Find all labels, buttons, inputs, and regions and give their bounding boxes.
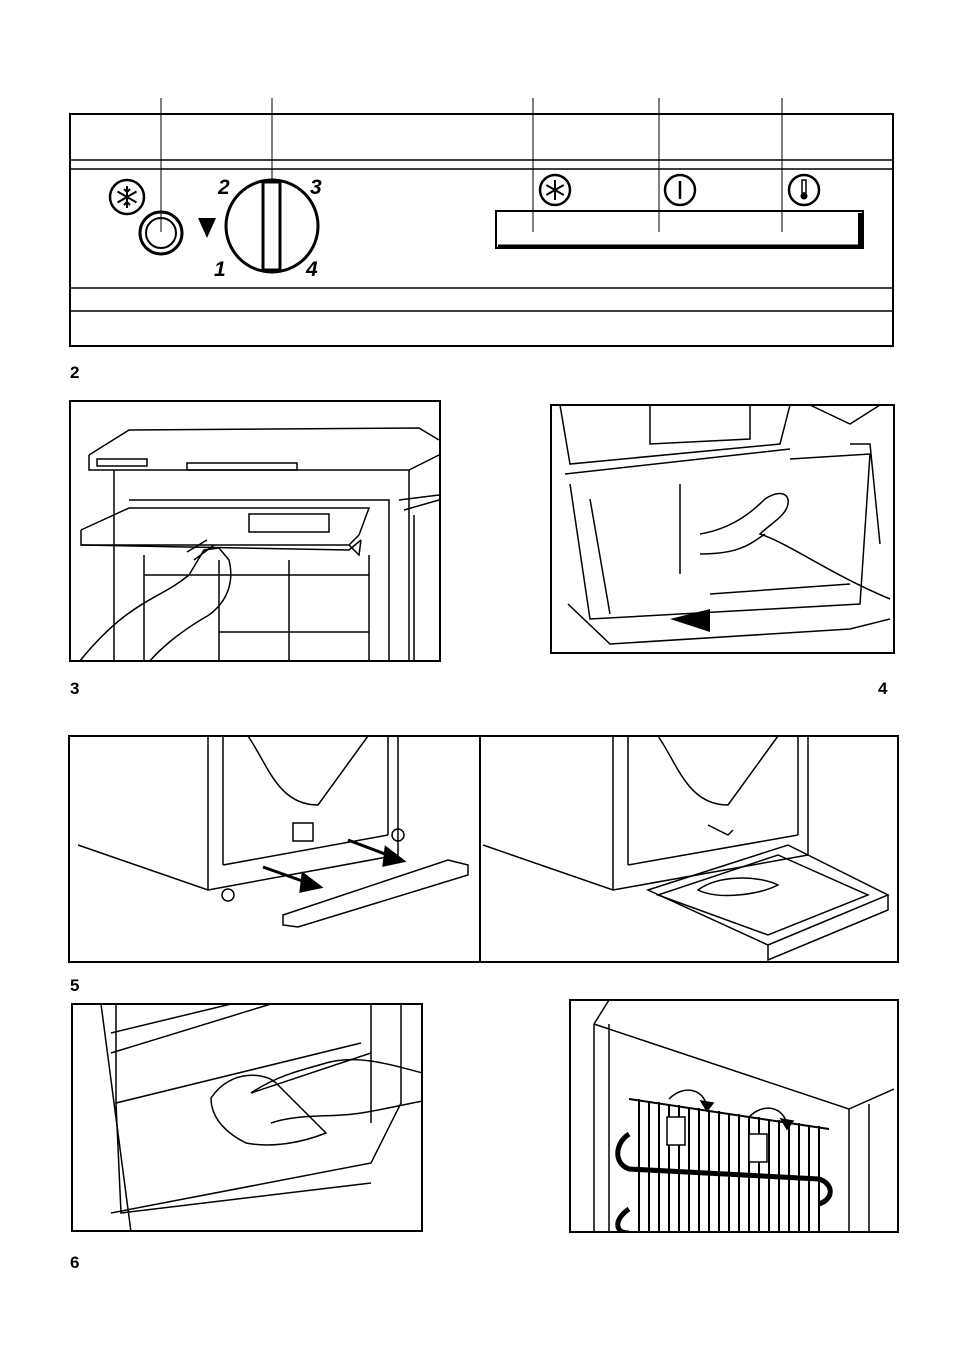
power-icon: [665, 175, 695, 205]
figure-label-4: 4: [878, 680, 887, 697]
dial-number-4: 4: [305, 258, 318, 281]
figure-label-5: 5: [70, 977, 79, 994]
dial-number-1: 1: [214, 258, 226, 281]
snowflake-icon: [110, 180, 144, 214]
fast-freeze-button[interactable]: [140, 212, 182, 254]
figure-drawer: [69, 400, 441, 662]
figure-label-3: 3: [70, 680, 79, 697]
figure-bin: [550, 404, 895, 654]
triangle-marker-icon: [198, 218, 216, 238]
thermostat-dial[interactable]: [226, 180, 318, 272]
dial-number-3: 3: [310, 176, 322, 199]
figure-condenser: [569, 999, 899, 1233]
thermometer-icon: [789, 175, 819, 205]
control-panel-figure: 2 3 1 4: [0, 0, 954, 360]
figure-cleaning: [71, 1003, 423, 1232]
snowflake-icon: [540, 175, 570, 205]
figure-label-6: 6: [70, 1254, 79, 1271]
dial-number-2: 2: [217, 176, 230, 199]
indicator-window: [496, 211, 863, 248]
figure-drain: [68, 735, 899, 963]
figure-label-2: 2: [70, 364, 79, 381]
